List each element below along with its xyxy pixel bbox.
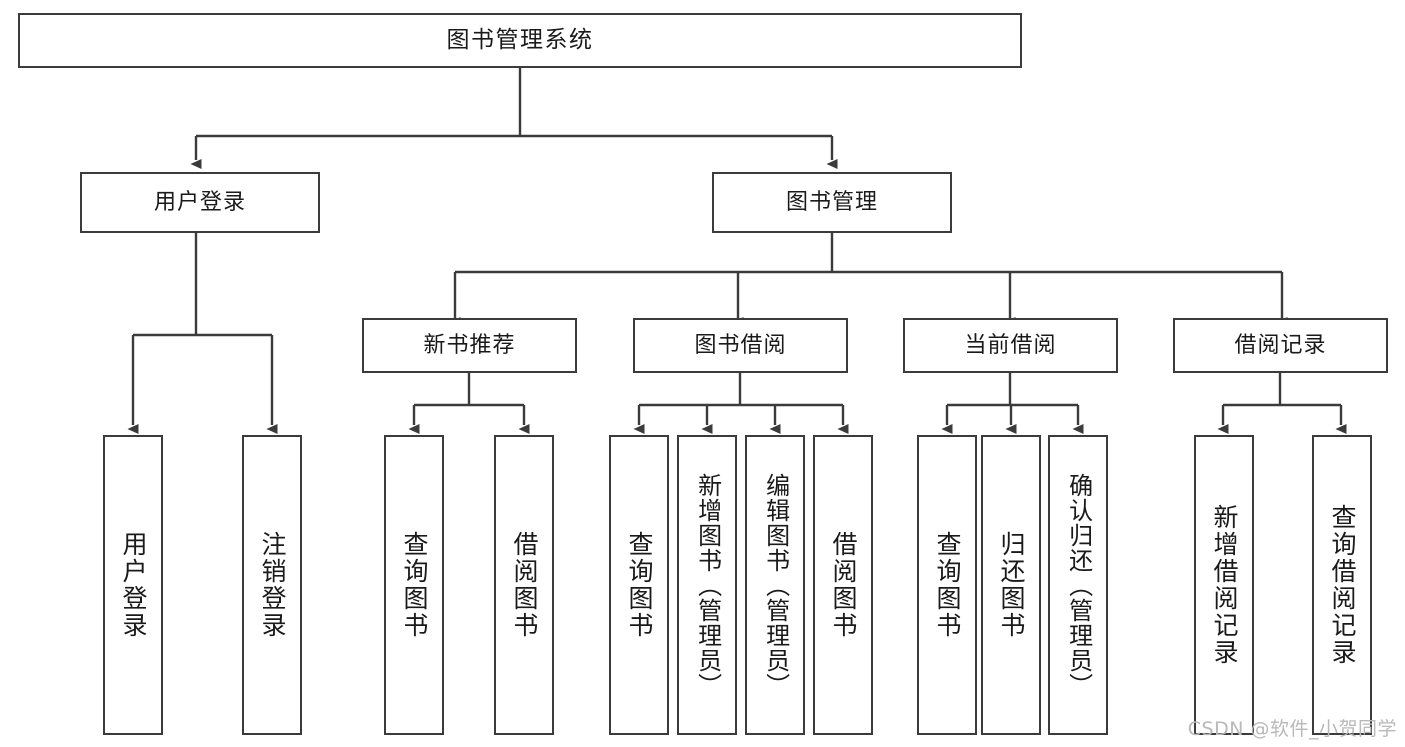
- node-current-borrow[interactable]: 当前借阅: [903, 318, 1118, 373]
- node-label: 查询图书: [625, 531, 654, 639]
- node-label: 借阅图书: [510, 531, 539, 639]
- node-user-login[interactable]: 用户登录: [80, 172, 320, 233]
- node-label: 归还图书: [997, 531, 1026, 639]
- node-label: 编辑图书（管理员）: [761, 472, 790, 698]
- leaf-query-book-1[interactable]: 查询图书: [384, 435, 444, 735]
- leaf-return-book[interactable]: 归还图书: [981, 435, 1041, 735]
- node-borrow-record[interactable]: 借阅记录: [1173, 318, 1388, 373]
- node-label: 查询借阅记录: [1328, 504, 1357, 666]
- node-label: 注销登录: [258, 531, 287, 639]
- node-new-book-recommend[interactable]: 新书推荐: [362, 318, 577, 373]
- node-label: 用户登录: [119, 531, 148, 639]
- leaf-logout[interactable]: 注销登录: [242, 435, 302, 735]
- node-label: 新增借阅记录: [1210, 504, 1239, 666]
- node-label: 用户登录: [153, 189, 246, 215]
- node-label: 查询图书: [933, 531, 962, 639]
- leaf-confirm-return[interactable]: 确认归还（管理员）: [1048, 435, 1108, 735]
- node-label: 借阅记录: [1234, 332, 1327, 358]
- node-root-system[interactable]: 图书管理系统: [18, 13, 1022, 68]
- leaf-borrow-book-1[interactable]: 借阅图书: [494, 435, 554, 735]
- leaf-add-book[interactable]: 新增图书（管理员）: [677, 435, 737, 735]
- node-label: 图书借阅: [694, 332, 787, 358]
- node-label: 图书管理: [785, 189, 878, 215]
- node-book-manage[interactable]: 图书管理: [712, 172, 952, 233]
- node-label: 图书管理系统: [446, 27, 594, 54]
- csdn-watermark: CSDN @软件_小贺同学: [1187, 718, 1397, 740]
- leaf-query-record[interactable]: 查询借阅记录: [1312, 435, 1372, 735]
- node-label: 新书推荐: [423, 332, 516, 358]
- leaf-user-login[interactable]: 用户登录: [103, 435, 163, 735]
- node-label: 确认归还（管理员）: [1064, 472, 1093, 698]
- node-label: 当前借阅: [964, 332, 1057, 358]
- leaf-query-book-3[interactable]: 查询图书: [917, 435, 977, 735]
- node-label: 新增图书（管理员）: [693, 472, 722, 698]
- leaf-add-record[interactable]: 新增借阅记录: [1194, 435, 1254, 735]
- node-label: 借阅图书: [829, 531, 858, 639]
- leaf-borrow-book-2[interactable]: 借阅图书: [813, 435, 873, 735]
- leaf-edit-book[interactable]: 编辑图书（管理员）: [745, 435, 805, 735]
- node-book-borrow[interactable]: 图书借阅: [633, 318, 848, 373]
- leaf-query-book-2[interactable]: 查询图书: [609, 435, 669, 735]
- node-label: 查询图书: [400, 531, 429, 639]
